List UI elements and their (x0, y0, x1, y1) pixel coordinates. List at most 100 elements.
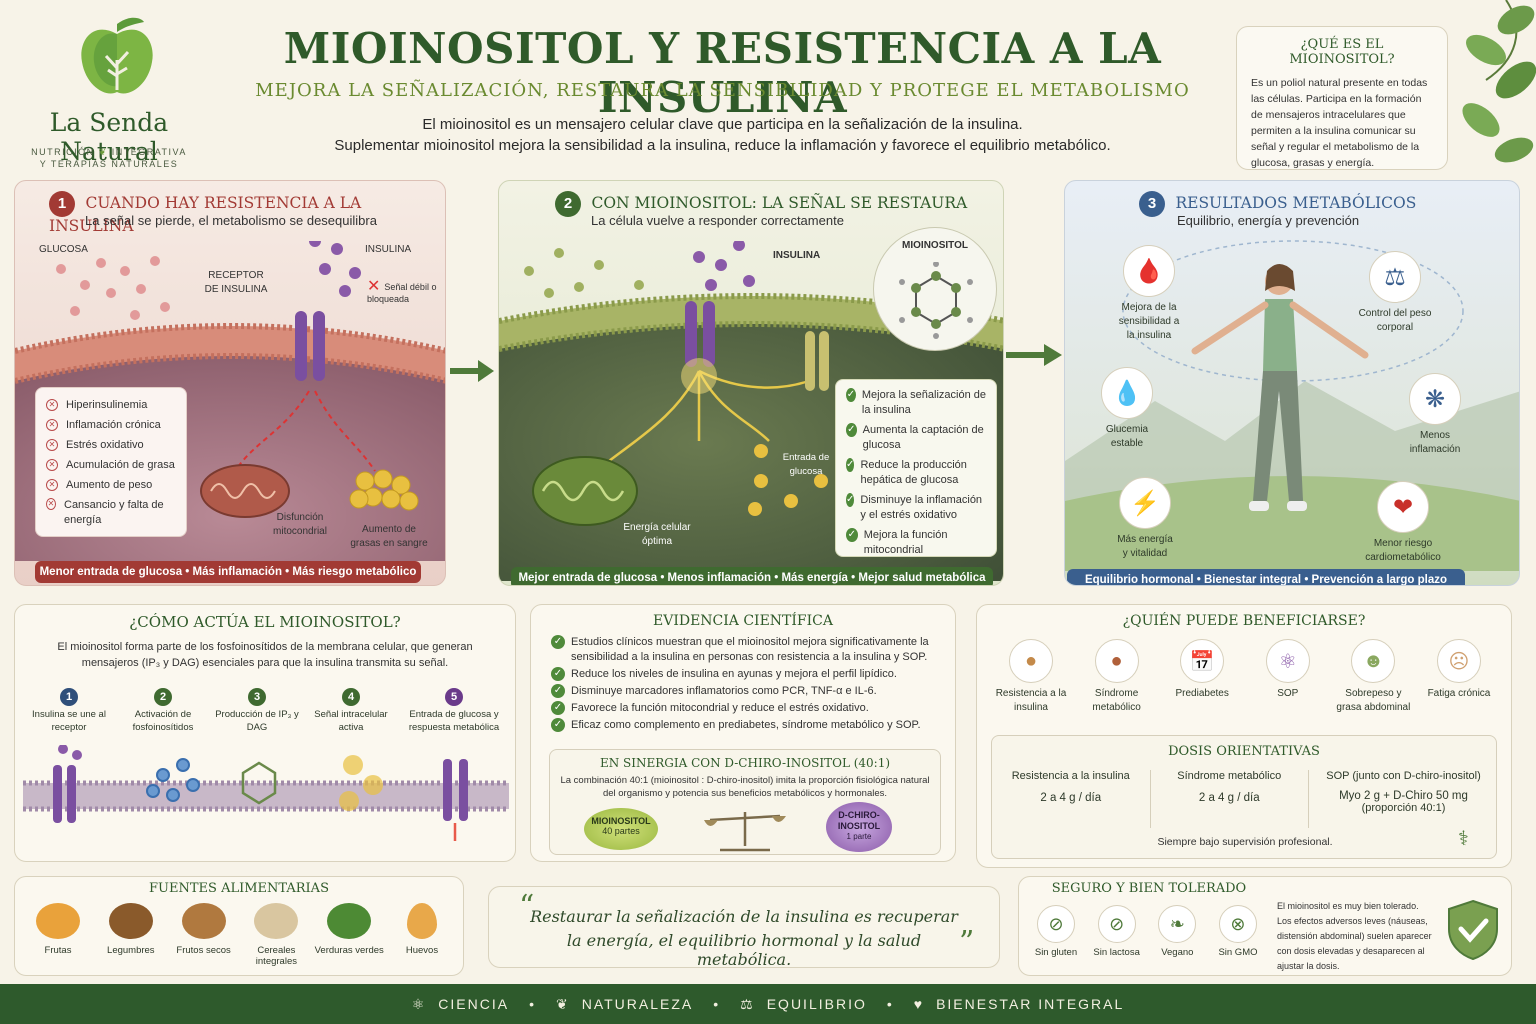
food-item: Legumbres (96, 903, 166, 967)
who-item: ● Resistencia a la insulina (991, 639, 1071, 715)
leaf-icon: ❦ (98, 147, 108, 157)
check-icon: ✓ (846, 458, 855, 472)
myo-parts: 40 partes (602, 826, 640, 836)
who-label: Resistencia a la insulina (995, 688, 1067, 713)
myoinositol-badge: MIOINOSITOL 40 partes (584, 808, 658, 850)
footer-item: NATURALEZA (581, 996, 694, 1012)
result-less-inflammation: ❋ Menos inflamación (1387, 373, 1483, 457)
food-item: Huevos (387, 903, 457, 967)
liver-icon: ● (1009, 639, 1053, 683)
egg-icon (406, 903, 437, 939)
balance-scale-icon (704, 812, 786, 852)
steps-membrane-illustration (23, 745, 509, 841)
person-icon: ☻ (1351, 639, 1396, 683)
molecule-icon: ❋ (1409, 373, 1461, 425)
label-insulin: INSULINA (773, 250, 821, 261)
cross-circle-icon: ✕ (46, 439, 58, 452)
foods-card: FUENTES ALIMENTARIAS Frutas Legumbres Fr… (14, 876, 464, 976)
who-item: ⚛ SOP (1248, 639, 1328, 715)
panel2-header: 2 CON MIOINOSITOL: LA SEÑAL SE RESTAURA (555, 191, 967, 217)
check-icon: ✓ (551, 718, 565, 732)
check-icon: ✓ (551, 684, 565, 698)
steps-row: 1 Insulina se une al receptor 2 Activaci… (23, 687, 509, 734)
result-insulin-sensitivity: 🩸 Mejora de la sensibilidad a la insulin… (1099, 245, 1199, 343)
food-item: Frutas (23, 903, 93, 967)
list-item: ✕Inflamación crónica (46, 418, 176, 433)
molecule-icon: ⚛ (1265, 639, 1310, 683)
safe-label: Sin GMO (1218, 947, 1258, 958)
safe-label: Vegano (1161, 947, 1194, 958)
panel3-summary-bar: Equilibrio hormonal • Bienestar integral… (1067, 569, 1465, 585)
list-item: ✕Acumulación de grasa (46, 458, 176, 473)
label-glucose: GLUCOSA (39, 244, 88, 255)
myoinositol-molecule: MIOINOSITOL (873, 227, 997, 351)
check-icon: ✓ (551, 667, 565, 681)
list-item: ✓Disminuye marcadores inflamatorios como… (551, 684, 941, 699)
melon-icon (36, 903, 80, 939)
list-item: ✓Eficaz como complemento en prediabetes,… (551, 718, 941, 733)
label-glucose-entry: Entrada de glucosa (782, 452, 830, 477)
panel-results: 3 RESULTADOS METABÓLICOS Equilibrio, ene… (1064, 180, 1520, 586)
separator-dot: • (713, 996, 721, 1012)
footer-item: CIENCIA (438, 996, 510, 1012)
check-icon: ✓ (846, 423, 857, 437)
dose-value: Myo 2 g + D-Chiro 50 mg (1339, 790, 1468, 802)
what-is-title: ¿QUÉ ES EL MIOINOSITOL? (1289, 37, 1395, 67)
label-insulin: INSULINA (365, 244, 412, 255)
who-label: SOP (1277, 688, 1299, 699)
safe-item: ⊘ Sin gluten (1027, 905, 1085, 958)
intro-line-2: Suplementar mioinositol mejora la sensib… (334, 137, 1111, 154)
nuts-icon (181, 903, 226, 939)
food-item: Verduras verdes (314, 903, 384, 967)
balance-icon: ⚖ (740, 995, 755, 1012)
step-label: Señal intracelular activa (314, 709, 388, 733)
myo-label: MIOINOSITOL (591, 816, 651, 826)
no-gmo-icon: ⊗ (1218, 905, 1257, 943)
how-title: ¿CÓMO ACTÚA EL MIOINOSITOL? (129, 613, 401, 631)
food-item: Frutos secos (169, 903, 239, 967)
blood-drop-icon: 🩸 (1123, 245, 1175, 297)
myoinositol-label: MIOINOSITOL (902, 240, 968, 251)
step-label: Producción de IP₃ y DAG (215, 709, 299, 733)
list-item: ✕Hiperinsulinemia (46, 398, 176, 413)
how-it-works-card: ¿CÓMO ACTÚA EL MIOINOSITOL? El mioinosit… (14, 604, 516, 862)
evidence-list: ✓Estudios clínicos muestran que el mioin… (551, 635, 941, 735)
panel1-summary-bar: Menor entrada de glucosa • Más inflamaci… (35, 561, 421, 583)
how-text: El mioinositol forma parte de los fosfoi… (57, 641, 473, 669)
page-subtitle: MEJORA LA SEÑALIZACIÓN, RESTAURA LA SENS… (255, 80, 1190, 101)
step-number: 1 (49, 191, 75, 217)
who-row: ● Resistencia a la insulina ● Síndrome m… (991, 639, 1499, 715)
result-more-energy: ⚡ Más energía y vitalidad (1097, 477, 1193, 561)
list-item: ✓Mejora la función mitocondrial (846, 528, 948, 556)
step-number: 1 (60, 688, 78, 706)
result-label: Menos inflamación (1409, 430, 1461, 455)
list-item: ✓Estudios clínicos muestran que el mioin… (551, 635, 941, 665)
step-label: Entrada de glucosa y respuesta metabólic… (408, 709, 500, 733)
dose-value: 2 a 4 g / día (1040, 792, 1102, 804)
result-label: Control del peso corporal (1358, 308, 1432, 333)
safe-card: SEGURO Y BIEN TOLERADO ⊘ Sin gluten ⊘ Si… (1018, 876, 1512, 976)
leaf-icon: ❦ (555, 995, 570, 1012)
arrow-right-icon (1006, 344, 1062, 366)
list-item: ✓Mejora la señalización de la insulina (846, 388, 987, 416)
atom-icon: ⚛ (411, 995, 427, 1012)
panel2-summary-bar: Mejor entrada de glucosa • Menos inflama… (511, 567, 993, 585)
food-label: Frutos secos (176, 945, 231, 956)
brand-logo: La Senda Natural NUTRICIÓN ❦ INTEGRATIVA… (14, 8, 204, 169)
lightning-icon: ⚡ (1119, 477, 1171, 529)
heart-icon: ♥ (913, 996, 925, 1012)
weak-signal-text: Señal débil o bloqueada (367, 282, 437, 304)
panel3-title: RESULTADOS METABÓLICOS (1175, 194, 1417, 212)
safe-title: SEGURO Y BIEN TOLERADO (1051, 881, 1247, 896)
legumes-icon (108, 903, 153, 939)
list-item: ✕Cansancio y falta de energía (46, 498, 164, 526)
panel1-subtitle: La señal se pierde, el metabolismo se de… (85, 213, 377, 228)
who-label: Fatiga crónica (1427, 688, 1491, 699)
weak-signal-label: ✕ Señal débil o bloqueada (367, 279, 445, 305)
dose-head: Resistencia a la insulina (1011, 770, 1130, 782)
arrow-right-icon (450, 360, 494, 382)
who-card: ¿QUIÉN PUEDE BENEFICIARSE? ● Resistencia… (976, 604, 1512, 868)
synergy-box: EN SINERGIA CON D-CHIRO-INOSITOL (40:1) … (549, 749, 941, 855)
footer-item: EQUILIBRIO (766, 996, 867, 1012)
panel1-header: 1 CUANDO HAY RESISTENCIA A LA INSULINA (49, 191, 445, 236)
